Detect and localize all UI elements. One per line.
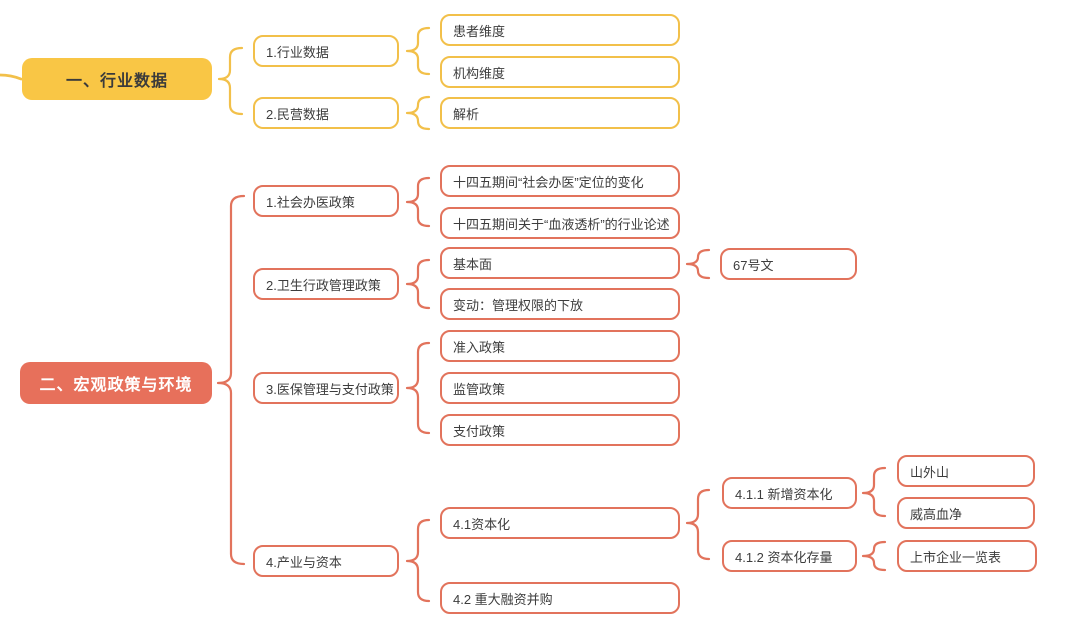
node-institution-dimension[interactable]: 机构维度 xyxy=(440,56,680,88)
brace-macro-policy xyxy=(216,194,246,566)
node-major-financing-ma[interactable]: 4.2 重大融资并购 xyxy=(440,582,680,614)
brace-fundamentals xyxy=(685,248,711,280)
node-medical-insurance-policy[interactable]: 3.医保管理与支付政策 xyxy=(253,372,399,404)
node-health-admin-policy[interactable]: 2.卫生行政管理政策 xyxy=(253,268,399,300)
node-industry-data-sub[interactable]: 1.行业数据 xyxy=(253,35,399,67)
brace-industry-data xyxy=(217,46,244,116)
node-capitalization[interactable]: 4.1资本化 xyxy=(440,507,680,539)
node-access-policy[interactable]: 准入政策 xyxy=(440,330,680,362)
node-social-medical-policy[interactable]: 1.社会办医政策 xyxy=(253,185,399,217)
node-private-data[interactable]: 2.民营数据 xyxy=(253,97,399,129)
node-new-capitalization[interactable]: 4.1.1 新增资本化 xyxy=(722,477,857,509)
brace-capitalization xyxy=(685,488,711,561)
brace-health-admin-policy xyxy=(405,258,431,310)
node-supervision-policy[interactable]: 监管政策 xyxy=(440,372,680,404)
node-change-authority-delegation[interactable]: 变动：管理权限的下放 xyxy=(440,288,680,320)
node-weigao-blood[interactable]: 威高血净 xyxy=(897,497,1035,529)
root-connector-stub xyxy=(0,73,23,81)
node-14th-plan-hemodialysis[interactable]: 十四五期间关于“血液透析”的行业论述 xyxy=(440,207,680,239)
node-industry-data-root[interactable]: 一、行业数据 xyxy=(22,58,212,100)
node-analysis[interactable]: 解析 xyxy=(440,97,680,129)
node-industry-capital[interactable]: 4.产业与资本 xyxy=(253,545,399,577)
node-doc-67[interactable]: 67号文 xyxy=(720,248,857,280)
brace-social-medical-policy xyxy=(405,176,431,228)
node-listed-companies[interactable]: 上市企业一览表 xyxy=(897,540,1037,572)
brace-industry-capital xyxy=(405,518,431,603)
node-patient-dimension[interactable]: 患者维度 xyxy=(440,14,680,46)
brace-medical-insurance-policy xyxy=(405,341,431,435)
node-14th-plan-positioning[interactable]: 十四五期间“社会办医”定位的变化 xyxy=(440,165,680,197)
node-fundamentals[interactable]: 基本面 xyxy=(440,247,680,279)
node-shanwaishan[interactable]: 山外山 xyxy=(897,455,1035,487)
brace-capitalization-stock xyxy=(861,540,887,572)
node-macro-policy-root[interactable]: 二、宏观政策与环境 xyxy=(20,362,212,404)
node-payment-policy[interactable]: 支付政策 xyxy=(440,414,680,446)
node-capitalization-stock[interactable]: 4.1.2 资本化存量 xyxy=(722,540,857,572)
brace-new-capitalization xyxy=(861,466,887,518)
brace-private-data xyxy=(405,95,431,131)
brace-industry-data-sub xyxy=(405,26,431,76)
